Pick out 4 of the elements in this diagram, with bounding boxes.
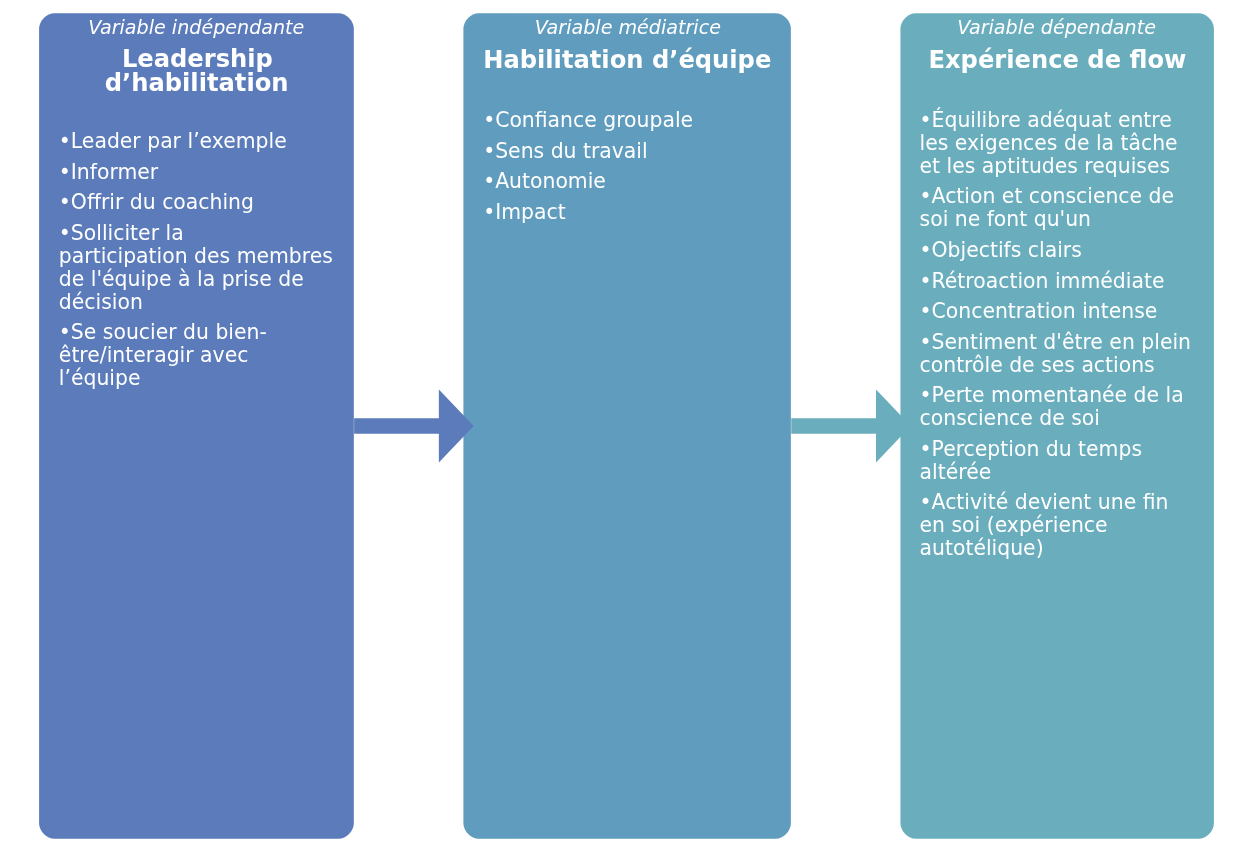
node-box: Variable indépendante Leadership d’habilitation •Leader par l’exemple •Informer •Offrir du coaching •Solliciter la participation des membres de l'équipe à la prise de décision •Se soucier du bien-être/interagir avec l’équipe — [38, 13, 354, 839]
arrow — [353, 389, 474, 463]
node-box: Variable dépendante Expérience de flow •Équilibre adéquat entre les exigences de la tâche et les aptitudes requises •Action et conscience de soi ne font qu'un •Objectifs clairs •Rétroaction immédiate •Concentration intense •Sentiment d'être en plein contrôle de ses actions •Perte momentanée de la conscience de soi •Perception du temps altérée •Activité devient une fin en soi (expérience autotélique) — [899, 13, 1214, 839]
node-box: Variable médiatrice Habilitation d’équipe •Confiance groupale •Sens du travail •Autonomie •Impact — [462, 13, 791, 839]
